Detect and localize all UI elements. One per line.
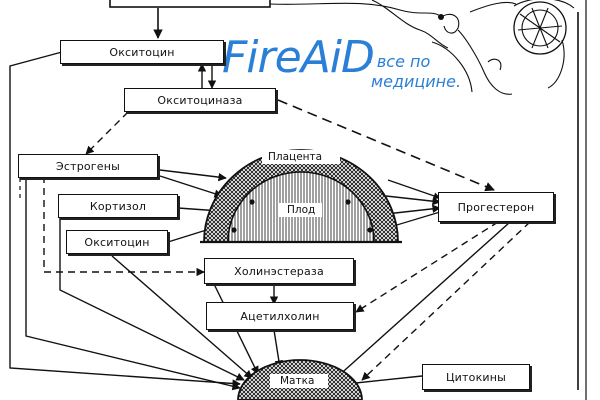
label-uterus: Матка: [280, 375, 315, 387]
node-oxytocin-fetal: Окситоцин: [66, 230, 168, 254]
node-estrogens: Эстрогены: [18, 154, 158, 178]
node-acetylcholine: Ацетилхолин: [206, 302, 354, 330]
watermark-tagline-1: - все по: [366, 52, 431, 71]
node-progesterone: Прогестерон: [438, 192, 554, 222]
watermark-tagline-2: медицине.: [371, 72, 462, 91]
label-placenta: Плацента: [268, 151, 323, 163]
label-fetus: Плод: [287, 204, 316, 216]
node-oxytocin-top: Окситоцин: [60, 40, 224, 64]
node-oxytocinase: Окситоциназа: [124, 88, 276, 112]
watermark-brand: FireAiD: [222, 32, 375, 83]
top-source-box: [109, 0, 271, 8]
node-cholinesterase: Холинэстераза: [204, 258, 354, 284]
pituitary-sketch: [269, 0, 575, 95]
node-cortisol: Кортизол: [58, 194, 178, 218]
node-cytokines: Цитокины: [422, 364, 530, 390]
